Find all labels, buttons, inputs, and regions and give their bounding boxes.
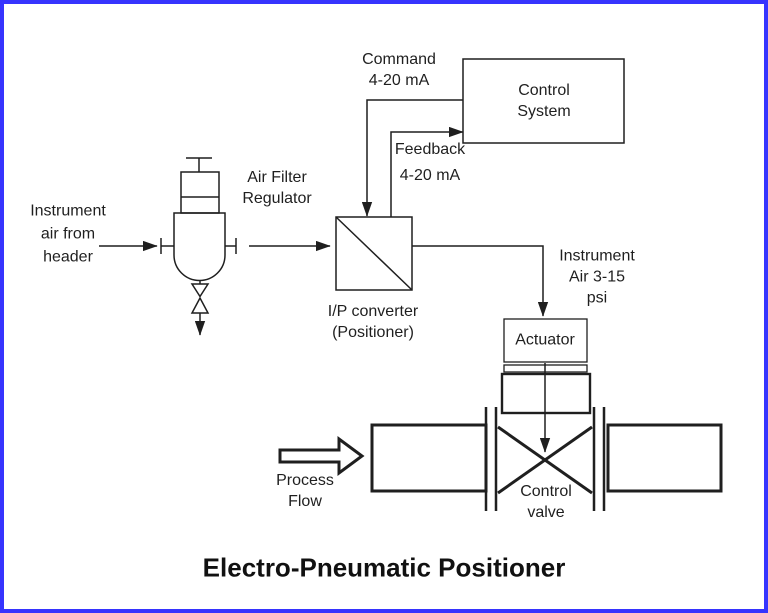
command-signal-line [361,99,463,217]
label-air-filter-regulator: Air Filter Regulator [242,169,312,207]
label-command-signal: Command 4-20 mA [362,51,436,89]
label-process-flow: Process Flow [276,472,334,510]
label-control-valve: Control valve [520,483,572,521]
control-valve-symbol [497,425,593,495]
air-supply-line [412,245,549,317]
ip-converter-box [335,216,413,291]
diagram-title: Electro-Pneumatic Positioner [202,552,566,583]
valve-flanges [484,407,606,511]
process-flow-arrow [278,436,365,476]
label-ip-converter: I/P converter (Positioner) [327,303,419,341]
label-feedback-signal: Feedback 4-20 mA [394,141,466,184]
control-system-box [462,58,625,144]
feedback-signal-line [390,126,464,217]
label-actuator: Actuator [515,331,575,349]
label-control-system: Control System [517,82,571,120]
label-instrument-air-output: Instrument Air 3-15 psi [559,247,635,307]
label-instrument-air-source: Instrument air from header [30,202,106,266]
air-filter-regulator-symbol [160,157,237,282]
diagram-linework [99,58,723,511]
drain-valve-symbol [190,280,210,336]
